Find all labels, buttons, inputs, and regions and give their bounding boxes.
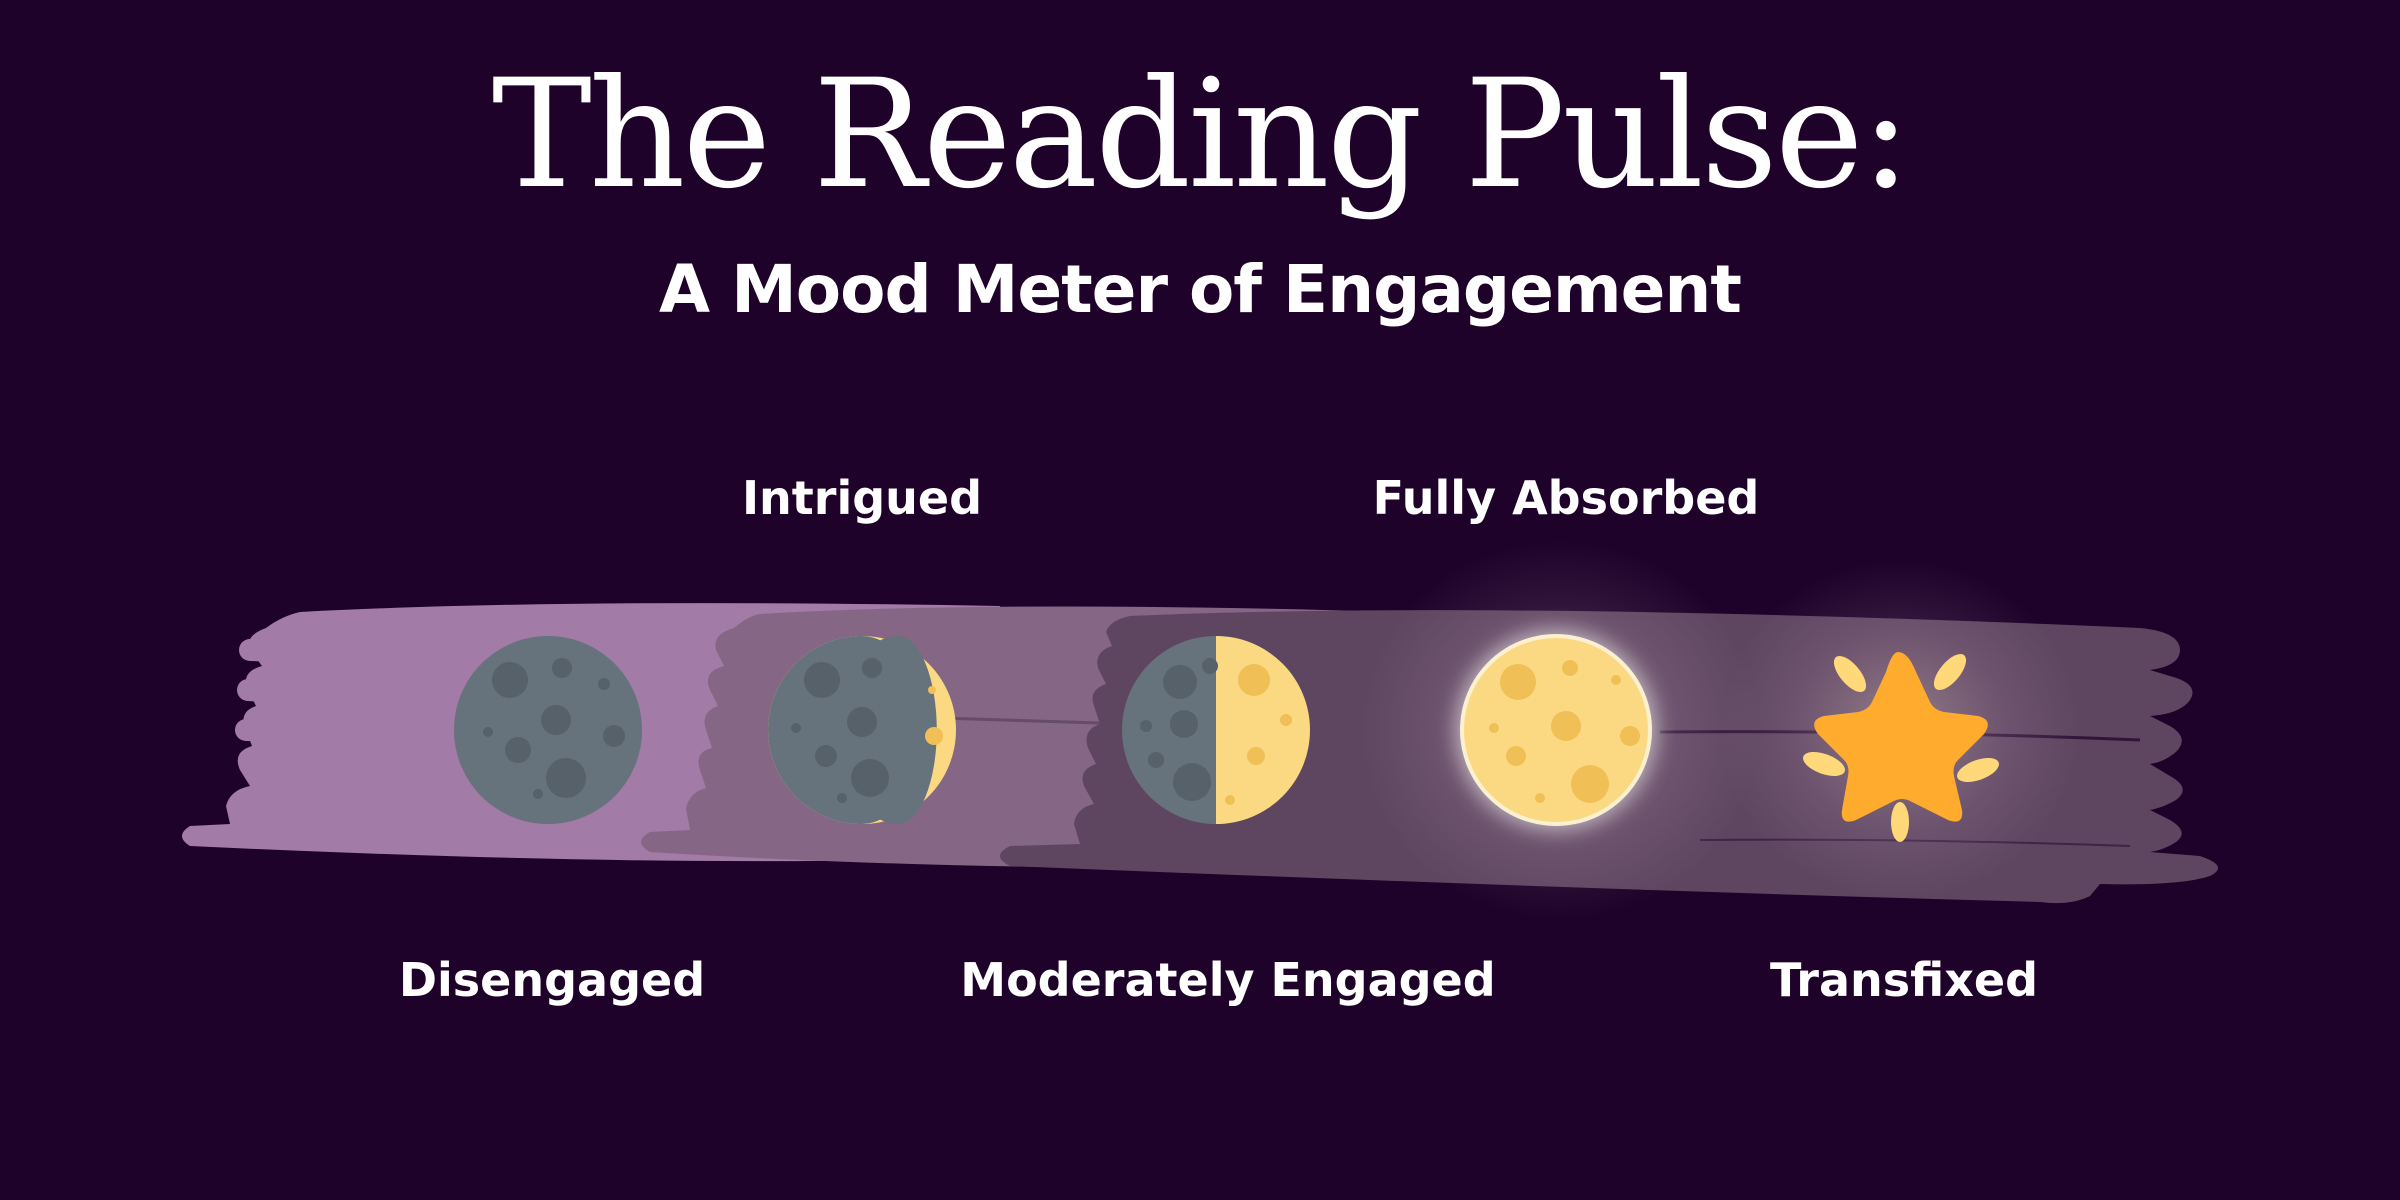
star-icon bbox=[1803, 652, 1999, 842]
waxing-crescent-moon-icon bbox=[768, 636, 956, 824]
page-subtitle: A Mood Meter of Engagement bbox=[659, 251, 1742, 328]
stage-label-disengaged: Disengaged bbox=[398, 953, 706, 1007]
page-title: The Reading Pulse: bbox=[491, 48, 1911, 222]
stage-label-intrigued: Intrigued bbox=[741, 471, 983, 525]
first-quarter-moon-icon bbox=[1122, 636, 1310, 824]
star-rays bbox=[1803, 653, 1999, 842]
stage-label-moderately-engaged: Moderately Engaged bbox=[960, 953, 1496, 1007]
stage-label-transfixed: Transfixed bbox=[1769, 953, 2039, 1007]
new-moon-icon bbox=[454, 636, 642, 824]
stage-label-fully-absorbed: Fully Absorbed bbox=[1372, 471, 1760, 525]
full-moon-icon bbox=[1456, 630, 1656, 830]
